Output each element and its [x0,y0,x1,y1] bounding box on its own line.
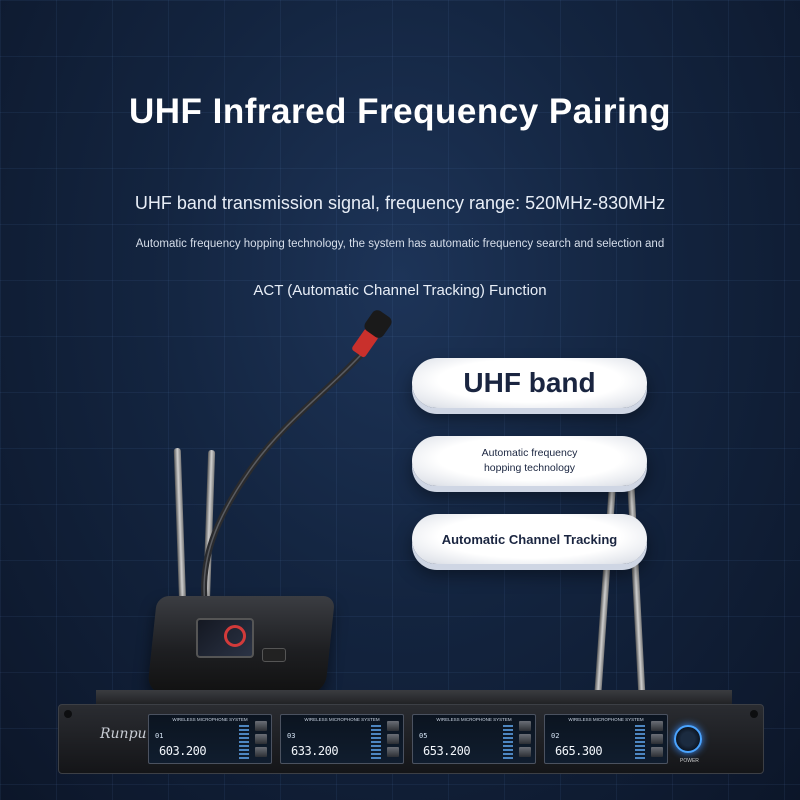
module-title: WIRELESS MICROPHONE SYSTEM [172,717,248,722]
module-keys [387,721,399,760]
signal-meter [371,725,381,761]
receiver-module-4: WIRELESS MICROPHONE SYSTEM 02 665.300 [544,714,668,764]
frequency-range-text: UHF band transmission signal, frequency … [134,193,666,213]
module-title: WIRELESS MICROPHONE SYSTEM [436,717,512,722]
feature-pill-uhf-band: UHF band [412,358,647,408]
signal-meter [239,725,249,761]
power-button-icon [674,725,702,753]
module-keys [651,721,663,760]
module-frequency: 603.200 [159,744,207,758]
module-frequency: 653.200 [423,744,471,758]
rack-mount-hole [64,710,72,718]
rack-mount-hole [750,710,758,718]
brand-logo: Runpu [100,726,147,742]
mic-status-ring [224,625,246,647]
feature-label: Automatic Channel Tracking [441,531,618,547]
receiver-top [96,690,732,706]
hopping-description-text: Automatic frequency hopping technology, … [135,238,665,250]
module-keys [519,721,531,760]
module-channel: 05 [419,732,428,740]
module-title: WIRELESS MICROPHONE SYSTEM [568,717,644,722]
module-title: WIRELESS MICROPHONE SYSTEM [304,717,380,722]
mic-talk-button [262,648,286,662]
signal-meter [635,725,645,761]
receiver-module-3: WIRELESS MICROPHONE SYSTEM 05 653.200 [412,714,536,764]
feature-label-line2: hopping technology [483,462,576,474]
power-label: POWER [680,758,699,764]
feature-pill-frequency-hopping: Automatic frequency hopping technology [412,436,647,486]
module-channel: 02 [551,732,560,740]
act-function-text: ACT (Automatic Channel Tracking) Functio… [253,282,547,299]
module-channel: 01 [155,732,164,740]
module-frequency: 633.200 [291,744,339,758]
receiver-module-1: WIRELESS MICROPHONE SYSTEM 01 603.200 [148,714,272,764]
feature-label-line1: Automatic frequency [481,447,578,459]
feature-pill-channel-tracking: Automatic Channel Tracking [412,514,647,564]
module-frequency: 665.300 [555,744,603,758]
signal-meter [503,725,513,761]
feature-label: UHF band [463,367,596,398]
module-channel: 03 [287,732,296,740]
receiver-module-2: WIRELESS MICROPHONE SYSTEM 03 633.200 [280,714,404,764]
module-keys [255,721,267,760]
page-title: UHF Infrared Frequency Pairing [128,92,672,131]
